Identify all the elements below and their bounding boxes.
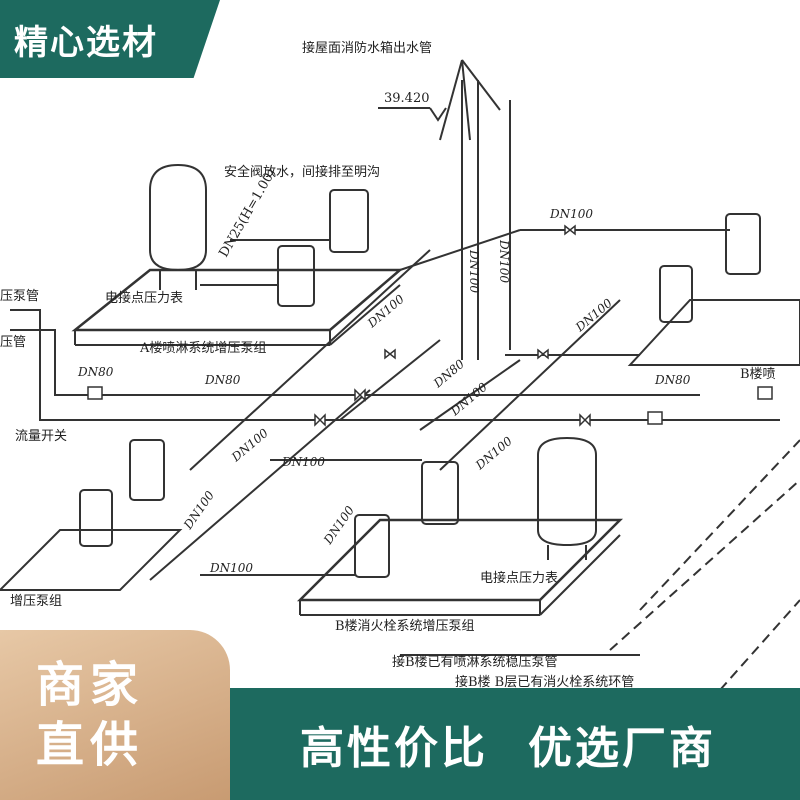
dn100-label-c: DN100 <box>228 426 271 465</box>
dn100-label-f: DN100 <box>472 434 515 473</box>
dn80-label-diag: DN80 <box>430 357 467 391</box>
dn100-label-i: DN100 <box>320 503 357 547</box>
pump-pipe-left-label: 压泵管 <box>0 289 39 304</box>
dn100-label-v1: DN100 <box>467 249 481 293</box>
slogan-left: 高性价比 <box>300 723 488 774</box>
flow-switch-label: 流量开关 <box>15 429 67 444</box>
dn80-label-right: DN80 <box>654 373 691 387</box>
dn100-label-e: DN100 <box>209 561 253 575</box>
pressure-gauge-a-label: 电接点压力表 <box>105 290 183 306</box>
direct-supply-badge: 商家 直供 <box>0 630 230 800</box>
dn80-label-left: DN80 <box>77 365 114 379</box>
pressure-pipe-left-label: 压管 <box>0 335 26 350</box>
badge-line-2: 直供 <box>36 717 145 773</box>
booster-left-label: 增压泵组 <box>10 594 62 609</box>
slogan: 高性价比 优选厂商 <box>250 688 800 800</box>
dn100-label-v2: DN100 <box>497 239 511 283</box>
dn100-label-top: DN100 <box>549 207 593 221</box>
header-tag-text: 精心选材 <box>14 22 158 63</box>
badge-line-1: 商家 <box>36 657 145 713</box>
a-pump-group-label: A楼喷淋系统增压泵组 <box>139 341 266 356</box>
pressure-gauge-b-label: 电接点压力表 <box>480 570 558 586</box>
header-tag: 精心选材 <box>0 0 220 78</box>
dn80-label-mid: DN80 <box>204 373 241 387</box>
dn100-label-g: DN100 <box>447 380 490 419</box>
dn25-label: DN25(H=1.00) <box>216 166 279 260</box>
relief-valve-label: 安全阀放水，间接排至明沟 <box>224 164 380 180</box>
b-spray-label: B楼喷 <box>740 367 776 382</box>
dn100-label-d: DN100 <box>281 455 325 469</box>
dn100-label-b: DN100 <box>572 296 615 335</box>
elevation-label: 39.420 <box>384 91 430 106</box>
slogan-right: 优选厂商 <box>528 723 716 774</box>
b-hydrant-loop-label: 接B楼 B层已有消火栓系统环管 <box>455 674 634 690</box>
roof-tank-pipe-label: 接屋面消防水箱出水管 <box>302 40 432 56</box>
b-spray-pipe-label: 接B楼已有喷淋系统稳压泵管 <box>392 654 558 670</box>
b-hydrant-group-label: B楼消火栓系统增压泵组 <box>335 619 475 634</box>
